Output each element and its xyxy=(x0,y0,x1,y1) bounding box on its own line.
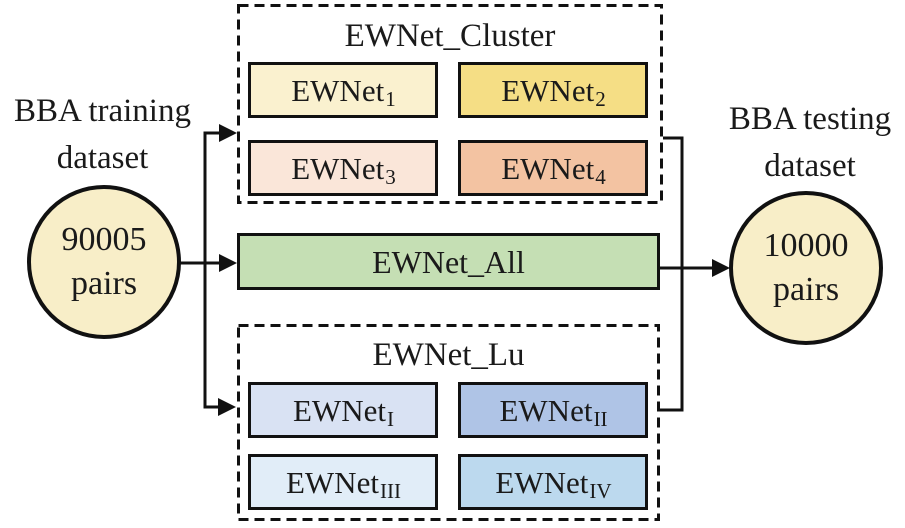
ewnet-ii-box: EWNetII xyxy=(458,382,648,438)
ewnet-iii-label: EWNetIII xyxy=(285,464,402,503)
ewnet-1-box: EWNet1 xyxy=(248,62,438,118)
ewnet-iv-box: EWNetIV xyxy=(458,454,648,510)
training-dataset-label-line2: dataset xyxy=(56,140,149,176)
testing-pairs-circle: 10000 pairs xyxy=(729,191,883,345)
ewnet-i-box: EWNetI xyxy=(248,382,438,438)
ewnet-3-box: EWNet3 xyxy=(248,140,438,196)
ewnet-iii-box: EWNetIII xyxy=(248,454,438,510)
ewnet-cluster-title: EWNet_Cluster xyxy=(344,18,556,54)
ewnet-iv-label: EWNetIV xyxy=(495,464,612,503)
ewnet-all-box: EWNet_All xyxy=(237,233,660,290)
training-dataset-label: BBA training dataset xyxy=(0,88,205,182)
training-pairs-circle: 90005 pairs xyxy=(27,185,181,339)
ewnet-i-label: EWNetI xyxy=(293,392,394,431)
ewnet-1-label: EWNet1 xyxy=(291,72,396,111)
ewnet-lu-title: EWNet_Lu xyxy=(372,337,525,373)
ewnet-ii-label: EWNetII xyxy=(499,392,608,431)
ewnet-3-label: EWNet3 xyxy=(291,150,396,189)
ewnet-2-box: EWNet2 xyxy=(458,62,648,118)
ewnet-2-label: EWNet2 xyxy=(501,72,606,111)
ewnet-cluster-group: EWNet_Cluster xyxy=(237,4,663,204)
lu-group-dashed-border xyxy=(237,324,660,521)
testing-dataset-label: BBA testing dataset xyxy=(710,96,905,190)
training-pairs-unit: pairs xyxy=(70,265,138,302)
ewnet-4-label: EWNet4 xyxy=(501,150,606,189)
ewnet-lu-group: EWNet_Lu xyxy=(237,324,660,521)
ewnet-4-box: EWNet4 xyxy=(458,140,648,196)
testing-pairs-unit: pairs xyxy=(772,271,840,308)
ewnet-all-label: EWNet_All xyxy=(372,243,525,280)
testing-dataset-label-line1: BBA testing xyxy=(728,101,892,137)
cluster-group-dashed-border xyxy=(237,4,663,204)
training-dataset-label-line1: BBA training xyxy=(14,93,191,129)
testing-pairs-value: 10000 xyxy=(763,227,849,264)
training-pairs-value: 90005 xyxy=(61,221,147,258)
testing-dataset-label-line2: dataset xyxy=(764,148,856,184)
